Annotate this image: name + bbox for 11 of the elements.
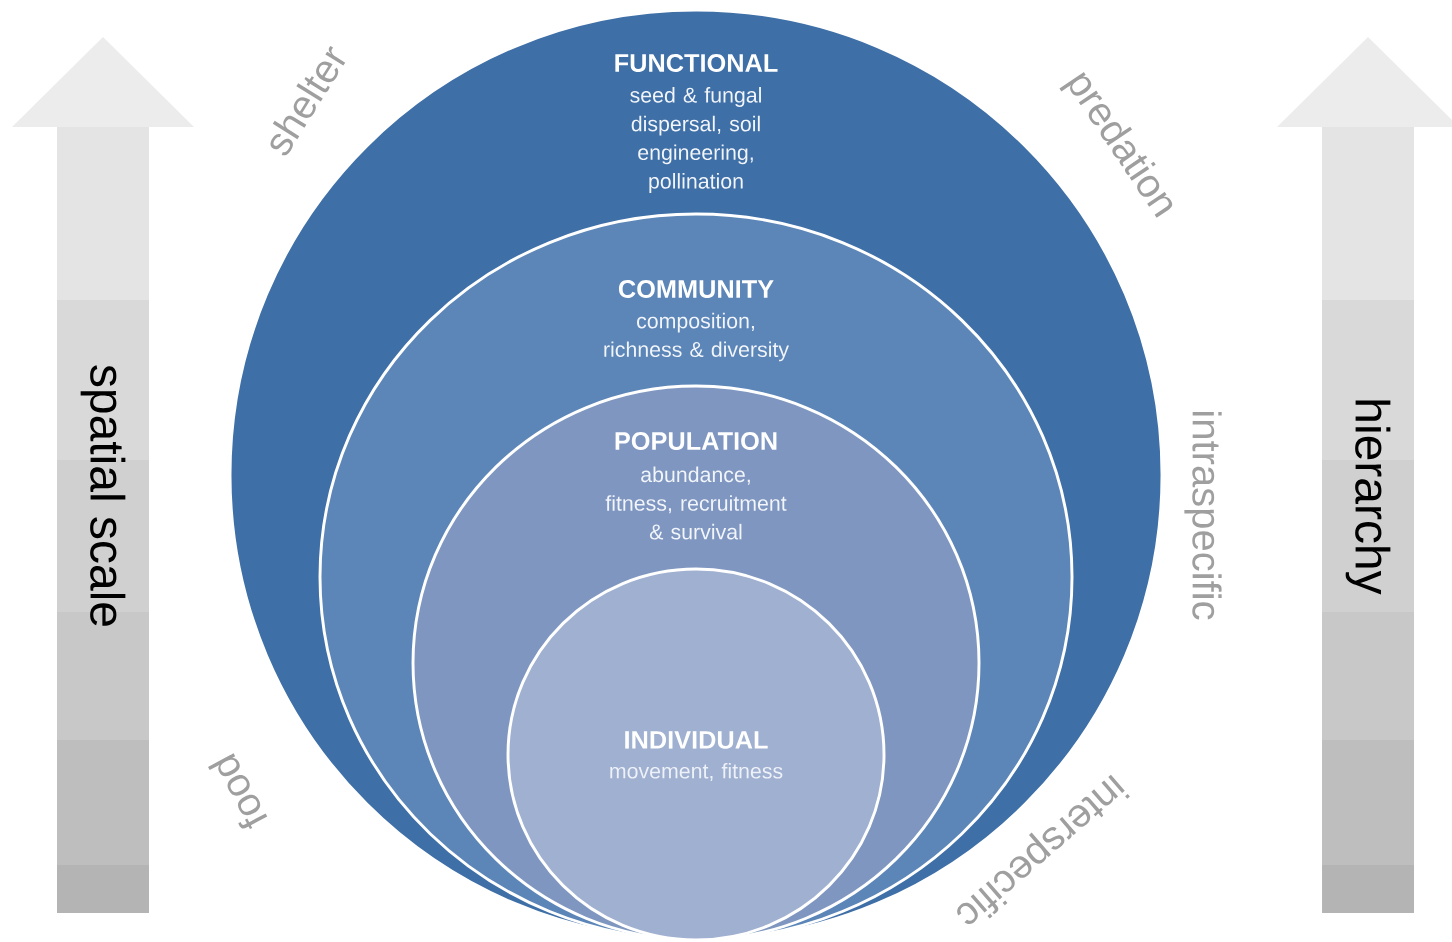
level-heading: POPULATION	[615, 432, 777, 450]
node-label: hierarchy	[1345, 400, 1391, 595]
level-description: abundance, fitness, recruitment & survival	[605, 466, 787, 540]
level-heading: COMMUNITY	[618, 280, 774, 298]
interaction-label: intraspecific	[1184, 412, 1222, 620]
level-heading: INDIVIDUAL	[625, 731, 768, 749]
node-label: spatial scale	[80, 365, 126, 626]
level-description: composition, richness & diversity	[604, 312, 789, 362]
level-description: seed & fungal dispersal, soil engineering, pollination	[630, 87, 761, 193]
level-heading: FUNCTIONAL	[615, 54, 778, 72]
level-description: movement, fitness	[610, 762, 783, 782]
